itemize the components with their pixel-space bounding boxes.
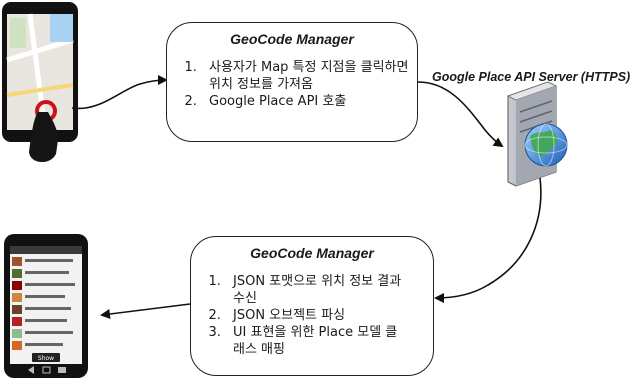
step-item: 사용자가 Map 특정 지점을 클릭하면 위치 정보를 가져옴 [201, 59, 417, 93]
map-phone [2, 2, 78, 163]
step-item: JSON 포맷으로 위치 정보 결과 수신 [225, 273, 405, 307]
list-phone: Show [4, 234, 88, 378]
step-item: Google Place API 호출 [201, 93, 417, 110]
step-item: JSON 오브젝트 파싱 [225, 307, 405, 324]
back-icon [28, 366, 34, 374]
step-list: JSON 포맷으로 위치 정보 결과 수신 JSON 오브젝트 파싱 UI 표현… [191, 273, 433, 358]
geocode-manager-top-box: GeoCode Manager 사용자가 Map 특정 지점을 클릭하면 위치 … [166, 22, 418, 142]
show-button-label: Show [38, 355, 54, 362]
place-list-rows [12, 257, 75, 350]
arrow-top-box-to-server [417, 81, 504, 148]
show-button-shape [32, 353, 60, 362]
arrow-bottom-box-to-phone [100, 303, 191, 319]
server-label: Google Place API Server (HTTPS) [432, 70, 631, 84]
step-list: 사용자가 Map 특정 지점을 클릭하면 위치 정보를 가져옴 Google P… [167, 59, 417, 110]
arrow-phone-to-top-box [71, 75, 168, 110]
home-icon [42, 366, 51, 374]
finger-icon [29, 112, 58, 163]
recents-icon [58, 367, 66, 373]
box-title: GeoCode Manager [250, 245, 374, 261]
step-item: UI 표현을 위한 Place 모델 클래스 매핑 [225, 324, 405, 358]
arrow-server-to-bottom-box [434, 177, 542, 303]
geocode-manager-bottom-box: GeoCode Manager JSON 포맷으로 위치 정보 결과 수신 JS… [190, 236, 434, 376]
box-title: GeoCode Manager [230, 31, 354, 47]
globe-icon [524, 123, 568, 167]
